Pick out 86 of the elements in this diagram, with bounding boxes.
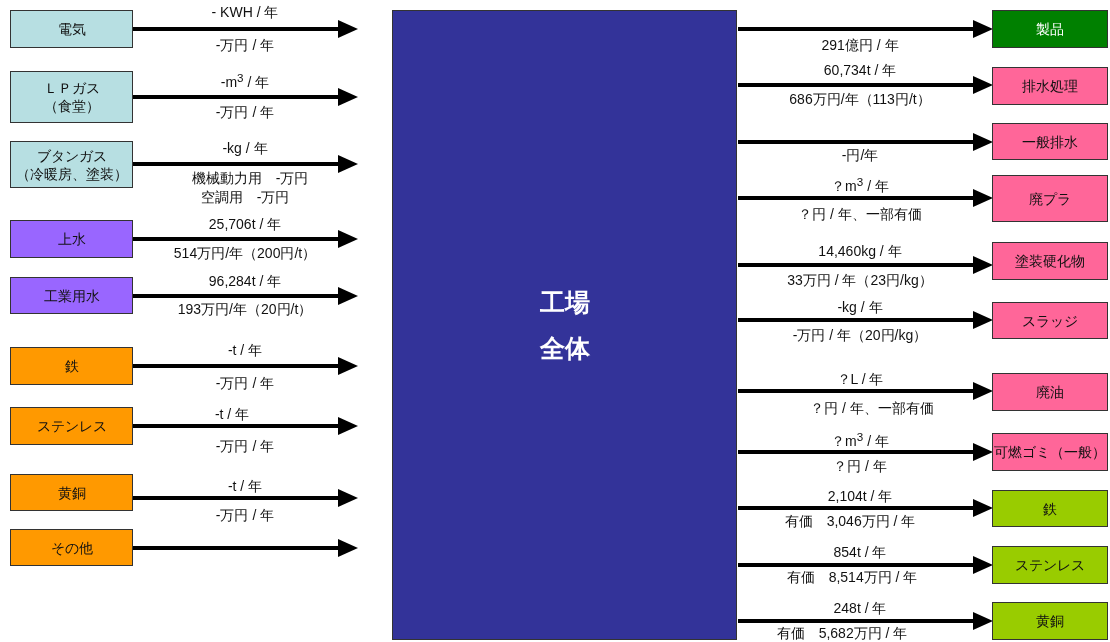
box-label: 廃油 (1036, 383, 1064, 401)
quantity-label: 有価 8,514万円 / 年 (784, 569, 920, 585)
quantity-label: -kg / 年 (835, 299, 885, 315)
arrow (133, 417, 358, 435)
quantity-label: 有価 3,046万円 / 年 (782, 513, 918, 529)
output-box (992, 10, 1108, 48)
input-box (10, 10, 133, 48)
box-label: 可燃ゴミ（一般） (994, 443, 1106, 461)
arrow (738, 20, 993, 38)
quantity-label: -t / 年 (212, 406, 252, 422)
input-box (10, 141, 133, 188)
box-label: ＬＰガス (43, 79, 100, 97)
arrow (738, 256, 993, 274)
quantity-label: 2,104t / 年 (825, 488, 895, 504)
quantity-label: 25,706t / 年 (206, 216, 284, 232)
output-box (992, 123, 1108, 160)
quantity-label: -万円 / 年 (213, 438, 277, 454)
quantity-label: -t / 年 (225, 478, 265, 494)
output-box (992, 433, 1108, 471)
box-label: 黄銅 (1036, 612, 1064, 630)
quantity-label: 248t / 年 (831, 600, 889, 616)
arrow (738, 382, 993, 400)
box-label: ブタンガス (36, 146, 107, 165)
box-label: 上水 (57, 230, 86, 248)
arrow (738, 612, 993, 630)
arrow (133, 88, 358, 106)
box-label: 廃プラ (1029, 189, 1071, 208)
quantity-label: -t / 年 (225, 342, 265, 358)
arrow (738, 556, 993, 574)
input-box (10, 220, 133, 258)
box-label: ステンレス (36, 417, 107, 435)
box-label: （冷暖房、塗装） (15, 164, 128, 183)
input-box (10, 347, 133, 385)
arrow (738, 443, 993, 461)
quantity-label: -万円 / 年 (213, 375, 277, 391)
input-box (10, 71, 133, 123)
box-label: 排水処理 (1022, 77, 1078, 95)
input-box (10, 407, 133, 445)
quantity-label: -万円 / 年 (213, 37, 277, 53)
output-box (992, 67, 1108, 105)
box-label: その他 (50, 538, 93, 557)
output-box (992, 373, 1108, 411)
quantity-label: -kg / 年 (220, 140, 270, 156)
arrow (738, 189, 993, 207)
box-label: 鉄 (1043, 499, 1057, 518)
box-label: スラッジ (1022, 311, 1078, 330)
input-box (10, 277, 133, 314)
arrow (738, 76, 993, 94)
input-box (10, 529, 133, 566)
arrow (133, 539, 358, 557)
quantity-label: 96,284t / 年 (206, 273, 284, 289)
quantity-label: 854t / 年 (831, 544, 889, 560)
arrow (133, 230, 358, 248)
arrow (133, 287, 358, 305)
arrow (133, 155, 358, 173)
quantity-label: -円/年 (839, 147, 881, 163)
box-label: 黄銅 (57, 483, 86, 502)
box-label: 製品 (1036, 20, 1064, 38)
arrow (133, 489, 358, 507)
output-box (992, 490, 1108, 527)
quantity-label: -万円 / 年 (213, 507, 277, 523)
box-label: ステンレス (1015, 556, 1085, 574)
quantity-label: 60,734t / 年 (821, 62, 899, 78)
output-box (992, 602, 1108, 640)
box-label: 鉄 (64, 357, 79, 375)
arrow (738, 133, 993, 151)
box-label: （食堂） (43, 97, 100, 115)
arrow (133, 20, 358, 38)
arrow (133, 357, 358, 375)
output-box (992, 175, 1108, 222)
factory-box (392, 10, 737, 640)
quantity-label: -万円 / 年 (213, 104, 277, 120)
arrow (738, 499, 993, 517)
quantity-label: 有価 5,682万円 / 年 (774, 625, 910, 641)
box-label: 電気 (57, 20, 86, 38)
arrow (738, 311, 993, 329)
box-label: 工業用水 (43, 286, 100, 305)
box-label: 塗装硬化物 (1015, 252, 1085, 270)
output-box (992, 242, 1108, 280)
quantity-label: 14,460kg / 年 (816, 243, 904, 259)
box-label: 一般排水 (1022, 132, 1078, 151)
quantity-label: 291億円 / 年 (819, 37, 901, 53)
input-box (10, 474, 133, 511)
output-box (992, 302, 1108, 339)
output-box (992, 546, 1108, 584)
quantity-label: - KWH / 年 (209, 4, 281, 20)
